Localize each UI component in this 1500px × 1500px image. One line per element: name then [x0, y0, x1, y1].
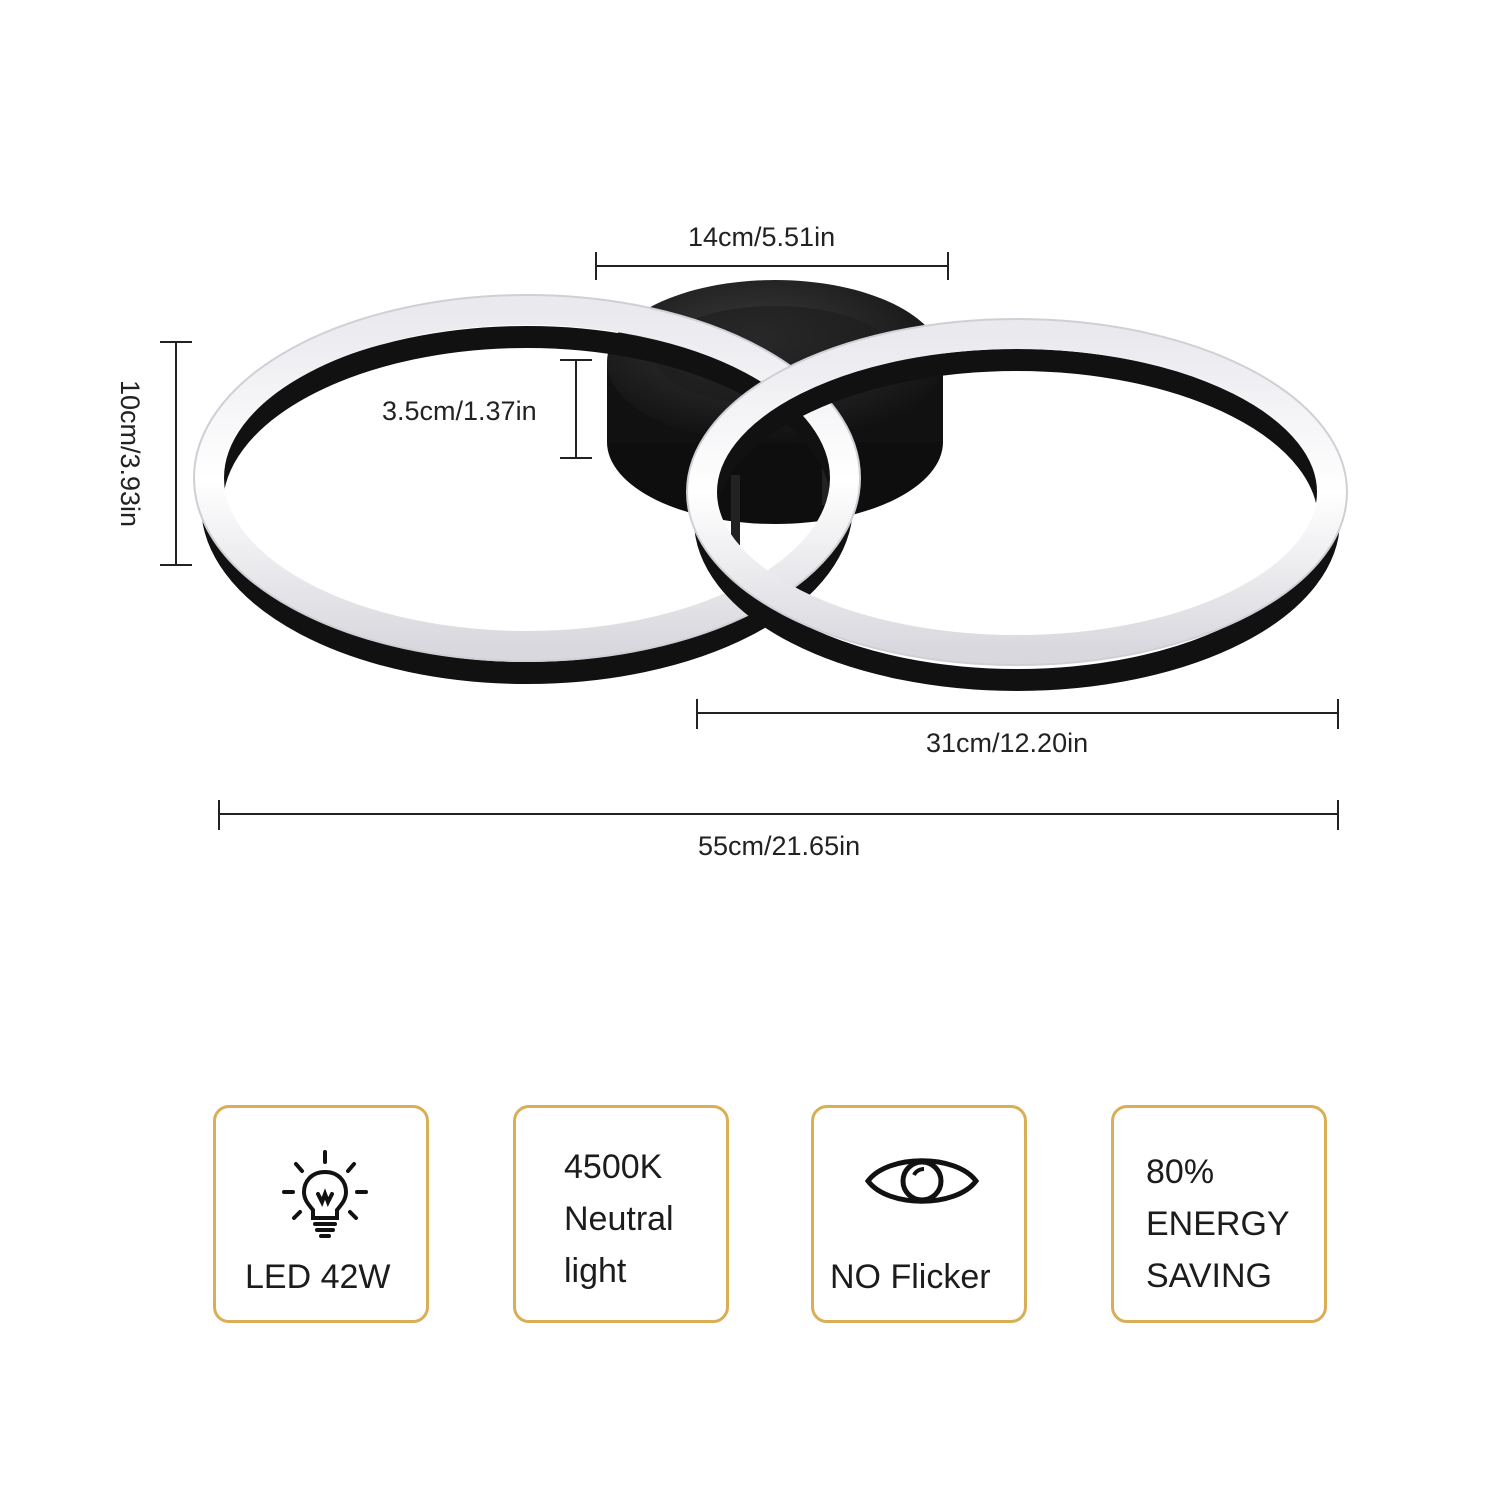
- feature-card-no-flicker: NO Flicker: [811, 1105, 1027, 1323]
- feature-text-line-1: 80%: [1146, 1153, 1215, 1191]
- feature-text-line-3: light: [564, 1252, 627, 1290]
- feature-text-line-2: ENERGY: [1146, 1205, 1290, 1243]
- eye-icon: [864, 1158, 980, 1204]
- feature-text: LED 42W: [245, 1258, 391, 1296]
- feature-card-color-temp: 4500K Neutral light: [513, 1105, 729, 1323]
- feature-text-line-2: Neutral: [564, 1200, 674, 1238]
- dimension-lines: [160, 252, 1339, 830]
- feature-text-line-3: SAVING: [1146, 1257, 1272, 1295]
- lightbulb-icon: [282, 1150, 368, 1238]
- total-width-label: 55cm/21.65in: [698, 831, 861, 861]
- feature-card-energy: 80% ENERGY SAVING: [1111, 1105, 1327, 1323]
- feature-card-led: LED 42W: [213, 1105, 429, 1323]
- small-ring: [686, 318, 1348, 691]
- large-ring: [193, 294, 861, 684]
- feature-text: NO Flicker: [830, 1258, 991, 1296]
- base-height-label: 3.5cm/1.37in: [382, 396, 537, 426]
- height-label: 10cm/3.93in: [115, 379, 146, 528]
- base-width-label: 14cm/5.51in: [688, 222, 836, 252]
- small-ring-label: 31cm/12.20in: [926, 728, 1089, 758]
- feature-text-line-1: 4500K: [564, 1148, 663, 1186]
